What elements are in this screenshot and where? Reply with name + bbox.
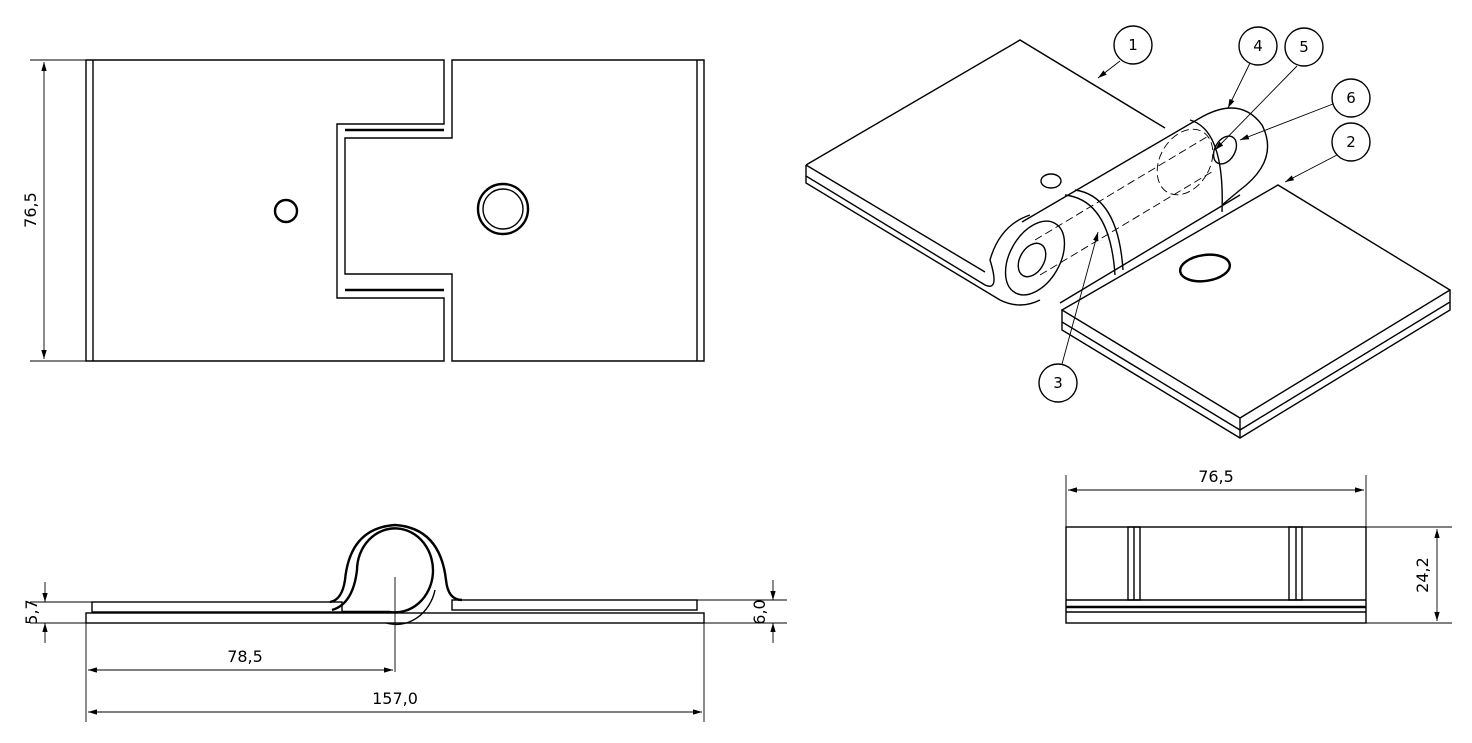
dim-height-end: 24,2 [1413,557,1432,593]
dim-5-7: 5,7 [22,599,41,624]
balloon-5: 5 [1284,27,1324,67]
knuckle-outer [329,523,463,604]
end-view: 76,5 24,2 [1065,467,1452,624]
iso-knuckle [1021,107,1269,223]
svg-text:4: 4 [1253,37,1263,55]
side-view: 78,5 157,0 5,7 6,0 [22,523,787,722]
right-leaf-outline [344,59,705,362]
dim-6-0: 6,0 [750,599,769,624]
large-hole [476,182,530,236]
svg-text:2: 2 [1346,133,1356,151]
dim-width-end: 76,5 [1198,467,1234,486]
balloon-3: 3 [1038,363,1078,403]
balloon-6: 6 [1331,78,1371,118]
left-leaf-outline [85,59,445,362]
isometric-view: 1 2 3 4 5 6 [805,25,1452,439]
balloon-4: 4 [1238,26,1278,66]
top-view: 76,5 [21,59,705,362]
iso-left-leaf [805,39,1166,166]
balloon-1: 1 [1113,25,1153,65]
dim-78-5: 78,5 [227,647,263,666]
svg-text:1: 1 [1128,36,1138,54]
svg-text:5: 5 [1299,38,1309,56]
balloon-2: 2 [1331,122,1371,162]
svg-text:6: 6 [1346,89,1356,107]
dim-157: 157,0 [372,689,418,708]
dim-height-top: 76,5 [21,192,40,228]
small-hole [273,198,299,224]
iso-right-leaf [1060,184,1452,419]
svg-text:3: 3 [1053,374,1063,392]
